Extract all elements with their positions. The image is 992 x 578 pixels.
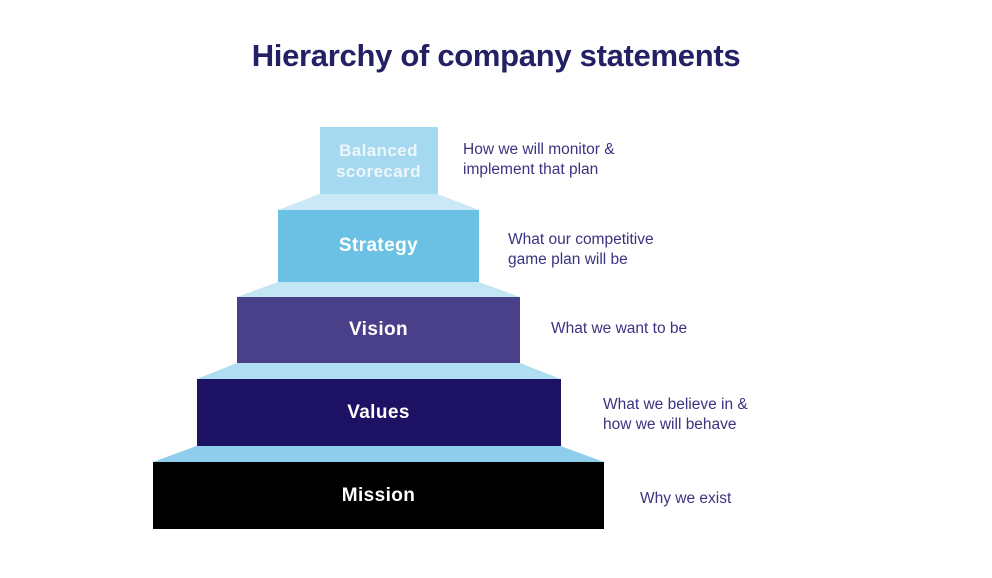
pyramid-diagram: Balanced scorecard Strategy Vision Value… xyxy=(153,127,604,529)
pyramid-level-values: Values xyxy=(196,379,561,446)
level-label-values: Values xyxy=(347,401,410,423)
level-label-strategy: Strategy xyxy=(338,235,419,256)
pyramid-level-vision: Vision xyxy=(237,297,520,363)
pyramid-level-balanced-scorecard: Balanced scorecard xyxy=(319,127,438,194)
pyramid-connector xyxy=(196,363,561,379)
level-description-strategy: What our competitive game plan will be xyxy=(508,231,654,268)
pyramid-level-mission: Mission xyxy=(153,462,604,529)
pyramid-connector xyxy=(278,194,479,210)
page-title: Hierarchy of company statements xyxy=(251,38,741,73)
pyramid-connector xyxy=(153,446,604,462)
level-description-vision: What we want to be xyxy=(551,320,688,337)
pyramid-connector xyxy=(237,282,520,297)
level-description-balanced-scorecard: How we will monitor & implement that pla… xyxy=(463,141,615,178)
level-label-balanced-scorecard: Balanced scorecard xyxy=(336,140,421,181)
level-description-mission: Why we exist xyxy=(640,490,732,507)
pyramid-level-strategy: Strategy xyxy=(278,210,479,282)
level-label-vision: Vision xyxy=(348,319,409,340)
level-description-values: What we believe in & how we will behave xyxy=(603,396,748,433)
level-label-mission: Mission xyxy=(341,484,416,506)
